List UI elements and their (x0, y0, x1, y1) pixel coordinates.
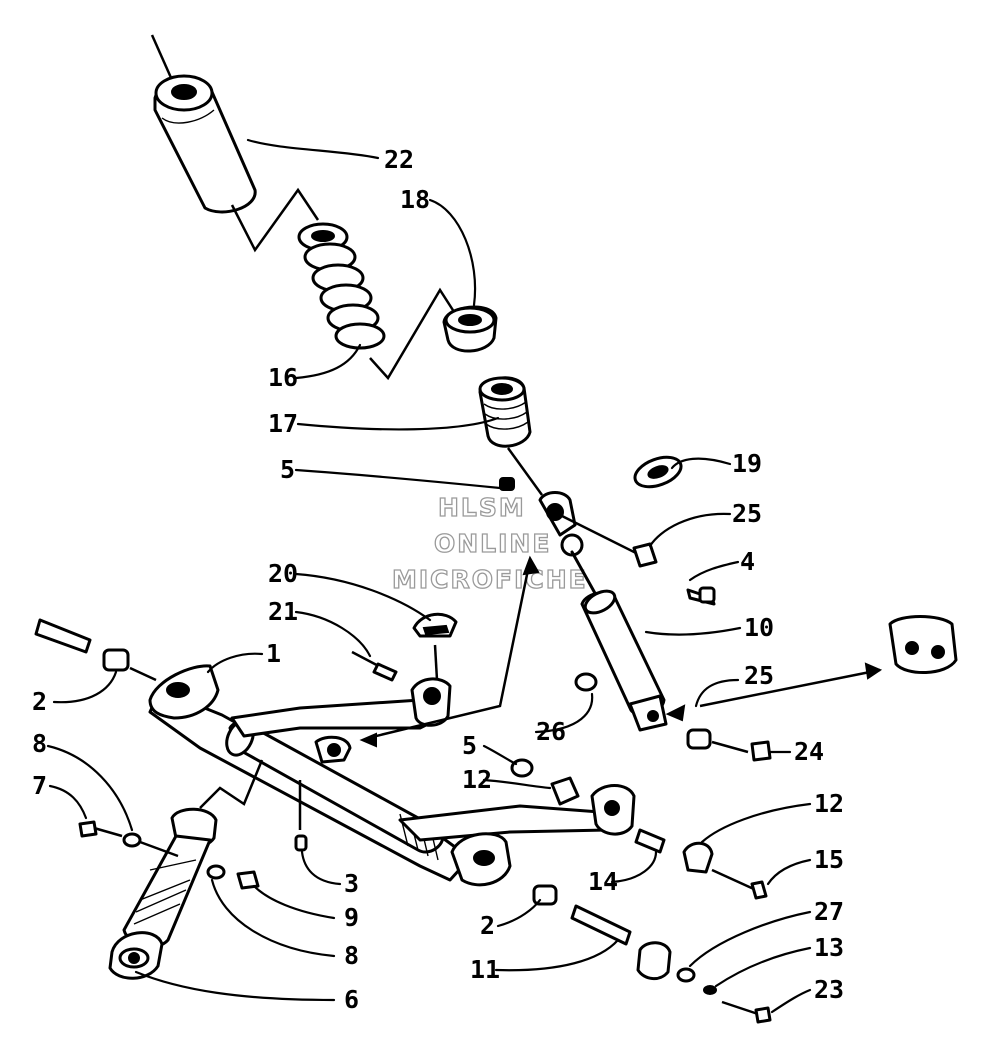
callout-number: 26 (536, 717, 566, 746)
callout-number: 22 (384, 145, 414, 174)
callout-number: 8 (344, 941, 359, 970)
callout-number: 19 (732, 449, 762, 478)
part-bumper (633, 455, 683, 489)
callout-number: 1 (266, 639, 281, 668)
callout-number: 16 (268, 363, 298, 392)
callout-number: 23 (814, 975, 844, 1004)
part-spindle-detail (359, 555, 958, 762)
part-adjuster-collar (478, 376, 544, 496)
watermark-line-3: MICROFICHE (392, 565, 588, 594)
callout-number: 13 (814, 933, 844, 962)
callout-number: 18 (400, 185, 430, 214)
callout-number: 2 (32, 687, 47, 716)
part-right-pin-hardware (532, 884, 772, 1024)
callout-number: 9 (344, 903, 359, 932)
callout-number: 12 (462, 765, 492, 794)
callout-number: 6 (344, 985, 359, 1014)
callout-number: 5 (462, 731, 477, 760)
callout-number: 8 (32, 729, 47, 758)
callout-number: 7 (32, 771, 47, 800)
callout-number: 5 (280, 455, 295, 484)
part-left-bushing-pin (34, 618, 157, 682)
callout-number: 4 (740, 547, 755, 576)
callout-number: 12 (814, 789, 844, 818)
callout-number: 11 (470, 955, 500, 984)
callout-number: 2 (480, 911, 495, 940)
part-a-arm-assembly (148, 664, 636, 887)
part-shock-absorber (538, 491, 668, 732)
part-spring-retainer (442, 305, 498, 353)
part-grease-fitting (294, 780, 308, 852)
part-right-hardware (510, 758, 768, 900)
callout-leaders (46, 138, 812, 1014)
callout-number: 15 (814, 845, 844, 874)
part-spring-boot (150, 34, 320, 253)
callout-number: 25 (744, 661, 774, 690)
part-coil-spring (297, 222, 460, 381)
callout-number: 14 (588, 867, 618, 896)
callout-number: 24 (794, 737, 824, 766)
callout-number: 25 (732, 499, 762, 528)
part-upper-hardware (499, 477, 716, 606)
watermark-line-1: HLSM (438, 493, 526, 522)
part-clip-bracket (351, 612, 458, 682)
callout-number: 27 (814, 897, 844, 926)
part-steering-arm (78, 759, 264, 980)
watermark: HLSM ONLINE MICROFICHE (391, 492, 588, 594)
callout-number: 20 (268, 559, 298, 588)
callout-number: 21 (268, 597, 298, 626)
watermark-line-2: ONLINE (434, 529, 551, 558)
callout-number: 10 (744, 613, 774, 642)
callout-number: 17 (268, 409, 298, 438)
callout-number: 3 (344, 869, 359, 898)
